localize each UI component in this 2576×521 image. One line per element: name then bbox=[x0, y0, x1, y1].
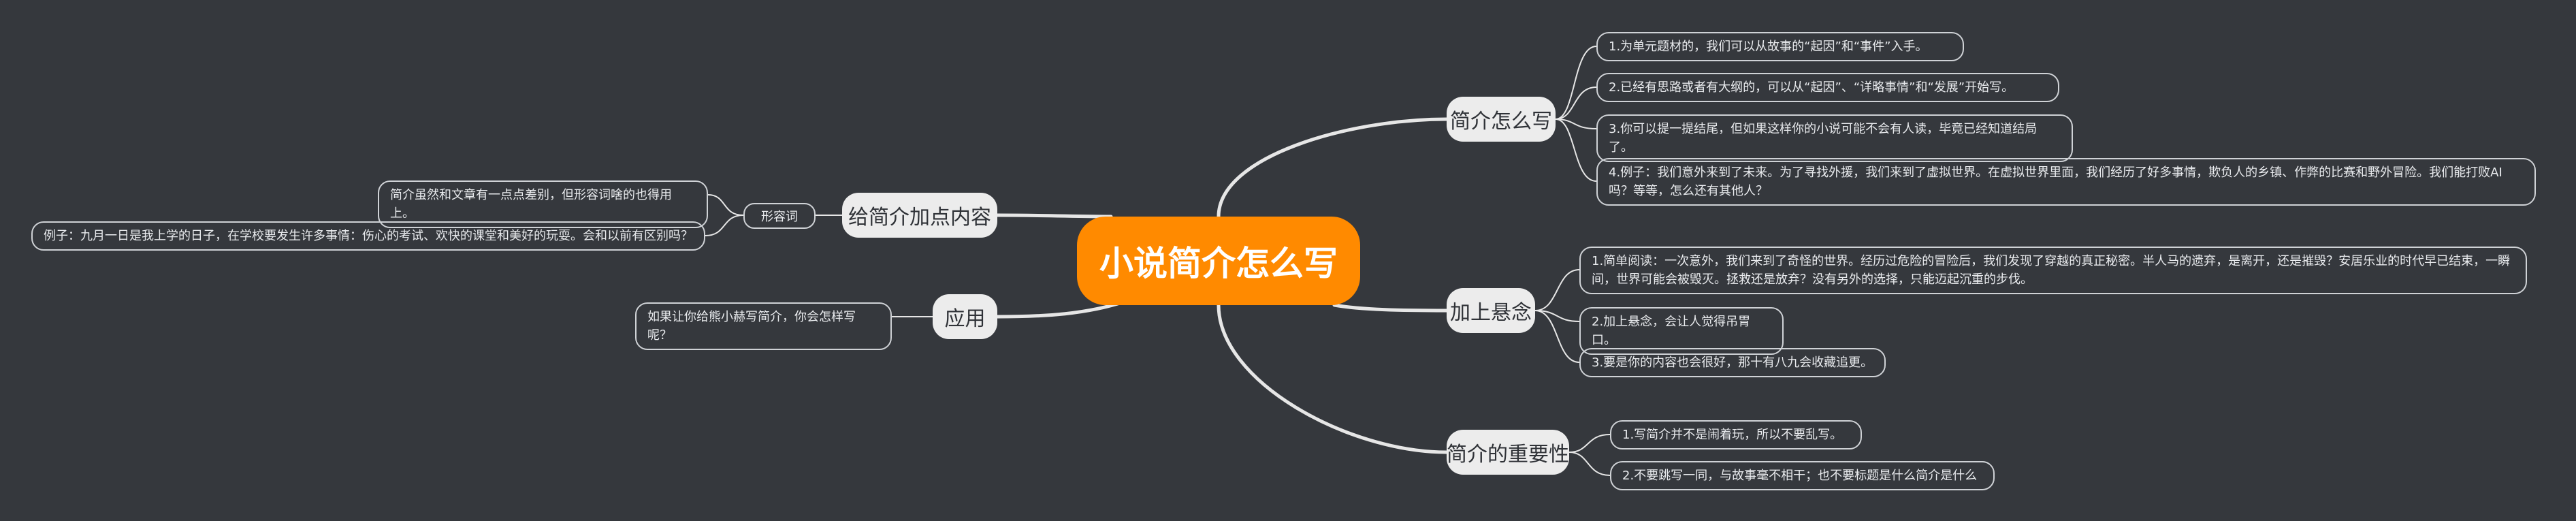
link-central-suspense bbox=[1332, 303, 1449, 313]
topic-add-suspense[interactable]: 加上悬念 bbox=[1447, 288, 1535, 333]
central-topic[interactable]: 小说简介怎么写 bbox=[1077, 217, 1360, 305]
topic-application[interactable]: 应用 bbox=[933, 294, 997, 339]
link-tag-1 bbox=[707, 194, 744, 216]
topic-importance[interactable]: 简介的重要性 bbox=[1447, 430, 1569, 475]
link-central-importance bbox=[1217, 303, 1449, 454]
leaf-how-1[interactable]: 1.为单元题材的，我们可以从故事的“起因”和“事件”入手。 bbox=[1596, 32, 1964, 61]
leaf-extra-2[interactable]: 例子：九月一日是我上学的日子，在学校要发生许多事情：伤心的考试、欢快的课堂和美好… bbox=[31, 221, 705, 251]
topic-how-to-write[interactable]: 简介怎么写 bbox=[1447, 97, 1556, 142]
link-how-1 bbox=[1555, 46, 1597, 120]
leaf-suspense-2[interactable]: 2.加上悬念，会让人觉得吊胃口。 bbox=[1579, 307, 1784, 355]
leaf-how-3[interactable]: 3.你可以提一提结尾，但如果这样你的小说可能不会有人读，毕竟已经知道结局了。 bbox=[1596, 114, 2073, 162]
leaf-suspense-1[interactable]: 1.简单阅读：一次意外，我们来到了奇怪的世界。经历过危险的冒险后，我们发现了穿越… bbox=[1579, 247, 2527, 294]
leaf-importance-1[interactable]: 1.写简介并不是闹着玩，所以不要乱写。 bbox=[1610, 420, 1862, 449]
link-suspense-2 bbox=[1534, 310, 1580, 322]
leaf-suspense-3[interactable]: 3.要是你的内容也会很好，那十有八九会收藏追更。 bbox=[1579, 348, 1886, 377]
leaf-how-4[interactable]: 4.例子：我们意外来到了未来。为了寻找外援，我们来到了虚拟世界。在虚拟世界里面，… bbox=[1596, 158, 2536, 206]
leaf-how-2[interactable]: 2.已经有思路或者有大纲的，可以从“起因”、“详略事情”和“发展”开始写。 bbox=[1596, 73, 2059, 102]
link-how-4 bbox=[1555, 119, 1597, 182]
link-central-extra bbox=[995, 213, 1113, 219]
link-suspense-1 bbox=[1534, 269, 1580, 311]
leaf-extra-1[interactable]: 简介虽然和文章有一点点差别，但形容词啥的也得用上。 bbox=[378, 180, 708, 228]
link-central-how bbox=[1217, 117, 1449, 219]
link-tag-2 bbox=[705, 215, 744, 236]
leaf-importance-2[interactable]: 2.不要跳写一同，与故事毫不相干；也不要标题是什么简介是什么 bbox=[1610, 461, 1995, 490]
link-suspense-3 bbox=[1534, 310, 1580, 363]
sub-topic-adjectives[interactable]: 形容词 bbox=[743, 203, 816, 229]
link-importance-1 bbox=[1568, 434, 1611, 453]
link-how-2 bbox=[1555, 86, 1597, 120]
link-importance-2 bbox=[1568, 452, 1611, 476]
topic-add-content[interactable]: 给简介加点内容 bbox=[842, 193, 997, 238]
leaf-apply-1[interactable]: 如果让你给熊小赫写简介，你会怎样写呢？ bbox=[635, 302, 892, 350]
link-how-3 bbox=[1555, 119, 1597, 129]
